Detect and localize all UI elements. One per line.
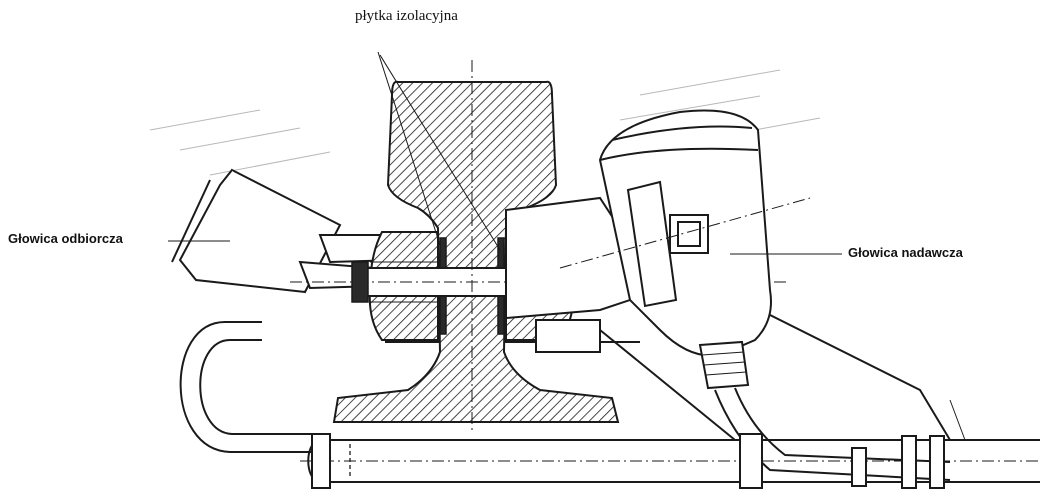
bracket	[535, 319, 601, 353]
cable-loop	[179, 321, 318, 453]
transmitter-head-label: Głowica nadawcza	[848, 245, 963, 260]
transmitter-head	[559, 109, 811, 357]
rail-cross-section	[332, 80, 620, 423]
insulating-plate-label: płytka izolacyjna	[355, 8, 458, 24]
beam-clamps	[311, 433, 945, 489]
receiver-head-label: Głowica odbiorcza	[8, 231, 123, 246]
leader-lines	[168, 51, 842, 255]
cable-gland	[698, 340, 951, 481]
